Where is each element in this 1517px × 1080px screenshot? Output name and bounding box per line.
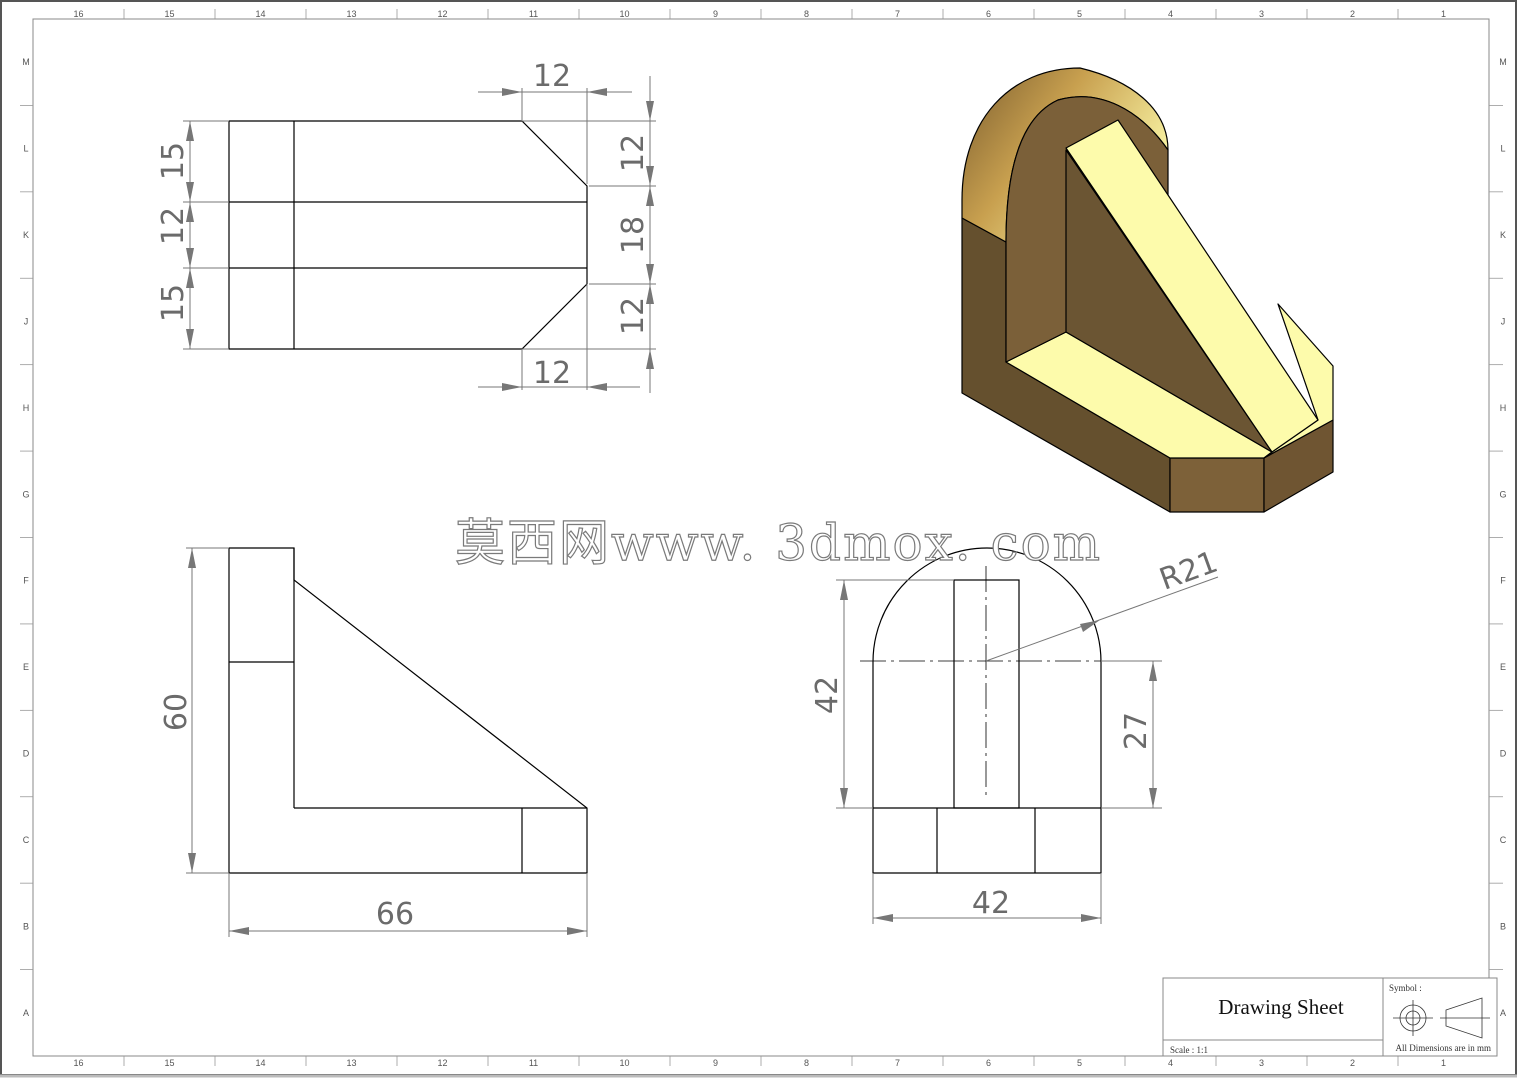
- zone-col-label: 6: [986, 9, 991, 19]
- zone-row-label: C: [23, 835, 30, 845]
- zone-row-label: F: [23, 576, 29, 586]
- dim-side-height: 42: [810, 676, 845, 714]
- iso-base-front-face: [1169, 457, 1265, 513]
- dim-side-radius: R21: [1155, 545, 1222, 598]
- zone-col-label: 10: [619, 9, 629, 19]
- front-view-outline: [228, 547, 588, 874]
- dim-top-chamfer: 12: [533, 59, 571, 94]
- units-note: All Dimensions are in mm: [1396, 1043, 1492, 1053]
- zone-col-label: 12: [437, 1058, 447, 1068]
- zone-col-label: 4: [1168, 9, 1173, 19]
- zone-row-label: M: [22, 57, 30, 67]
- iso-rib-top: [1065, 119, 1319, 453]
- zone-col-label: 1: [1441, 1058, 1446, 1068]
- zone-col-label: 7: [895, 1058, 900, 1068]
- zone-row-label: A: [23, 1008, 29, 1018]
- zone-col-label: 14: [255, 9, 265, 19]
- front-view: 60 66: [159, 547, 588, 937]
- zone-col-label: 6: [986, 1058, 991, 1068]
- zone-col-label: 11: [529, 1058, 538, 1068]
- zone-row-label: E: [1500, 662, 1506, 672]
- zone-col-label: 15: [164, 9, 174, 19]
- zone-col-label: 2: [1350, 9, 1355, 19]
- zone-row-label: L: [23, 144, 28, 154]
- scale-label: Scale : 1:1: [1170, 1045, 1208, 1055]
- zone-col-label: 9: [713, 1058, 718, 1068]
- zone-col-label: 5: [1077, 1058, 1082, 1068]
- dim-right-middle: 18: [616, 216, 651, 254]
- dim-side-width: 42: [972, 886, 1010, 921]
- zone-col-label: 13: [346, 9, 356, 19]
- zone-row-label: B: [1500, 921, 1506, 931]
- zone-col-label: 16: [73, 1058, 83, 1068]
- zone-col-label: 10: [619, 1058, 629, 1068]
- symbol-label: Symbol :: [1389, 983, 1422, 993]
- dim-front-width: 66: [376, 897, 414, 932]
- dim-left-middle: 12: [156, 207, 191, 245]
- watermark: 莫西网www. 3dmox. com: [455, 514, 1102, 572]
- zone-row-label: D: [1500, 749, 1507, 759]
- zone-col-label: 1: [1441, 9, 1446, 19]
- zone-row-label: H: [1500, 403, 1507, 413]
- zone-col-label: 14: [255, 1058, 265, 1068]
- zone-col-label: 15: [164, 1058, 174, 1068]
- zone-col-label: 5: [1077, 9, 1082, 19]
- zone-row-label: J: [24, 316, 29, 326]
- top-view-outline: [228, 120, 588, 350]
- zone-row-label: A: [1500, 1008, 1506, 1018]
- top-view: 12 12 12 18 12 15 12: [156, 59, 656, 393]
- zone-row-label: B: [23, 921, 29, 931]
- zone-col-label: 11: [529, 9, 538, 19]
- zone-row-label: G: [1499, 489, 1506, 499]
- zone-row-label: E: [23, 662, 29, 672]
- zone-row-label: K: [23, 230, 29, 240]
- side-view: R21 42 27 42: [810, 545, 1222, 924]
- zone-col-label: 9: [713, 9, 718, 19]
- zone-col-label: 12: [437, 9, 447, 19]
- dim-side-center-height: 27: [1119, 712, 1154, 750]
- dim-right-upper: 12: [616, 134, 651, 172]
- zone-col-label: 16: [73, 9, 83, 19]
- side-view-rib: [953, 579, 1020, 809]
- zone-row-label: H: [23, 403, 30, 413]
- zone-row-label: C: [1500, 835, 1507, 845]
- zone-row-label: M: [1499, 57, 1507, 67]
- dim-left-upper: 15: [156, 142, 191, 180]
- zone-row-label: G: [22, 489, 29, 499]
- zone-col-label: 13: [346, 1058, 356, 1068]
- dim-front-height: 60: [159, 693, 194, 731]
- zone-row-label: D: [23, 749, 30, 759]
- zone-col-label: 3: [1259, 9, 1264, 19]
- zone-row-label: K: [1500, 230, 1506, 240]
- zone-col-label: 4: [1168, 1058, 1173, 1068]
- projection-symbol: [1393, 997, 1490, 1039]
- dim-right-lower: 12: [616, 297, 651, 335]
- side-view-outline: [872, 547, 1102, 874]
- title-block-title: Drawing Sheet: [1218, 995, 1344, 1019]
- zone-col-label: 8: [804, 1058, 809, 1068]
- isometric-view: [961, 67, 1334, 513]
- zone-col-label: 2: [1350, 1058, 1355, 1068]
- zone-col-label: 7: [895, 9, 900, 19]
- zone-row-label: F: [1500, 576, 1506, 586]
- zone-row-label: J: [1501, 316, 1506, 326]
- zone-col-label: 3: [1259, 1058, 1264, 1068]
- zone-col-label: 8: [804, 9, 809, 19]
- zone-row-label: L: [1500, 144, 1505, 154]
- dim-bottom-chamfer: 12: [533, 356, 571, 391]
- zone-markers: 1616151514141313121211111010998877665544…: [20, 9, 1507, 1068]
- dim-left-lower: 15: [156, 284, 191, 322]
- title-block: Drawing Sheet Symbol : Scale : 1:1 All D…: [1162, 977, 1498, 1057]
